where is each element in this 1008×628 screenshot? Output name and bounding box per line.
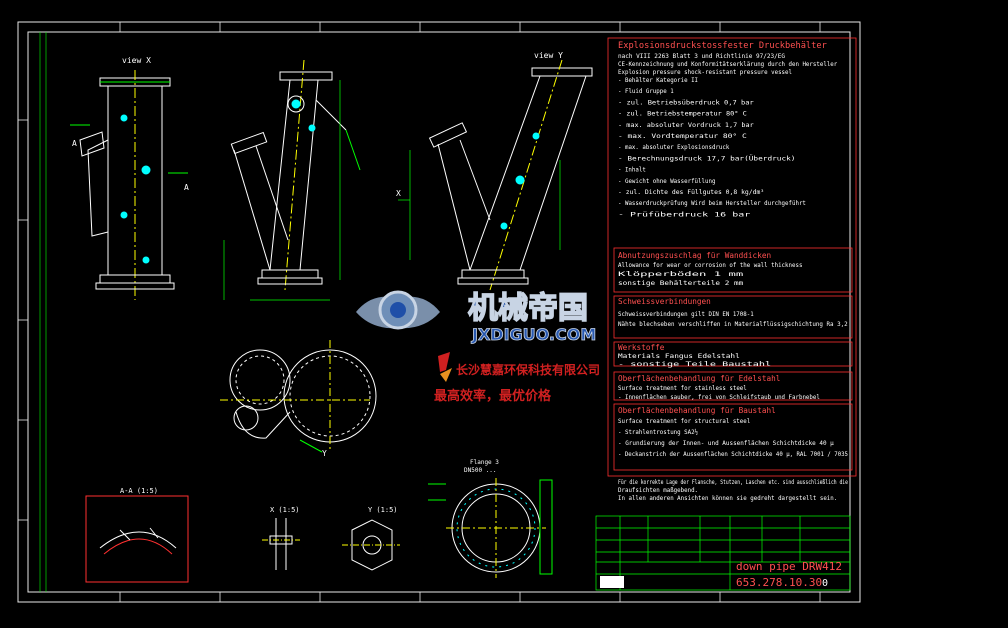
view-y-label: view Y — [534, 51, 563, 60]
middle-dimension-lines — [223, 80, 341, 301]
plan-view-drawing — [220, 340, 377, 453]
wear-title: Abnutzungszuschlag für Wanddicken — [618, 251, 771, 260]
spec-line: - zul. Betriebsüberdruck 0,7 bar — [618, 99, 754, 106]
title-block-name: down pipe DRW412 — [736, 560, 842, 573]
spec-title: Explosionsdruckstossfester Druckbehälter — [618, 41, 827, 51]
surface-st-line: - Deckanstrich der Aussenflächen Schicht… — [618, 451, 848, 458]
surface-ss-line: Surface treatment for stainless steel — [618, 385, 747, 392]
view-y-drawing — [428, 59, 593, 291]
view-x-label: view X — [122, 56, 151, 65]
title-block-sheet: 0 — [822, 578, 828, 589]
material-line: Materials Fangus Edelstahl — [618, 353, 740, 360]
spec-line: - zul. Betriebstemperatur 80° C — [618, 111, 747, 118]
spec-line: - max. Vordtemperatur 80° C — [618, 133, 747, 140]
spec-line: nach VIII 2263 Blatt 3 und Richtlinie 97… — [618, 53, 785, 60]
view-y-dimension-lines — [398, 150, 561, 260]
detail-y-label: Y (1:5) — [368, 506, 398, 514]
spec-note: Draufsichten maßgebend. — [618, 487, 698, 494]
drawing-frame — [17, 21, 861, 603]
spec-line: - Gewicht ohne Wasserfüllung — [618, 178, 716, 185]
title-block-frame — [595, 515, 851, 591]
spec-line: - Behälter Kategorie II — [618, 77, 698, 84]
spec-panel-frame — [607, 37, 857, 477]
spec-line: Explosion pressure shock-resistant press… — [618, 69, 792, 76]
spec-line: CE-Kennzeichnung und Konformitätserkläru… — [618, 61, 838, 68]
surface-ss-line: - Innenflächen sauber, frei von Schleifs… — [618, 394, 820, 401]
surface-ss-title: Oberflächenbehandlung für Edelstahl — [618, 374, 781, 383]
detail-y-drawing — [342, 519, 400, 571]
detail-x-label: X (1:5) — [270, 506, 300, 514]
flange-label-1: Flange 3 — [470, 459, 499, 466]
spec-note: In allen anderen Ansichten können sie ge… — [618, 495, 837, 502]
spec-line: - Inhalt — [618, 167, 646, 174]
spec-line: - Prüfüberdruck 16 bar — [618, 211, 751, 218]
flange-label-2: DN500 ... — [464, 467, 497, 474]
surface-st-title: Oberflächenbehandlung für Baustahl — [618, 406, 776, 415]
spec-panel-text: Explosionsdruckstossfester Druckbehälter… — [618, 41, 848, 502]
wear-line: Allowance for wear or corrosion of the w… — [618, 262, 803, 269]
section-a-label-bottom: A — [184, 183, 189, 192]
view-y-branch-drawing — [230, 59, 361, 291]
spec-line: - Fluid Gruppe 1 — [618, 88, 674, 95]
flange-detail-drawing — [428, 478, 553, 578]
spec-line: - max. absoluter Vordruck 1,7 bar — [618, 122, 754, 129]
section-a-a-label: A-A (1:5) — [120, 487, 158, 495]
wear-line: sonstige Behälterteile 2 mm — [618, 280, 744, 287]
weld-title: Schweissverbindungen — [618, 297, 711, 306]
spec-line: - zul. Dichte des Füllgutes 0,8 kg/dm³ — [618, 189, 764, 196]
title-block-number: 653.278.10.30 — [736, 576, 822, 589]
y-marker: Y — [322, 449, 327, 458]
material-line: - sonstige Teile Baustahl — [618, 361, 772, 368]
section-a-a-drawing — [85, 495, 189, 583]
surface-st-line: - Grundierung der Innen- und Aussenfläch… — [618, 440, 834, 447]
view-x-marker: X — [396, 189, 401, 198]
detail-x-drawing — [262, 518, 300, 570]
surface-st-line: Surface treatment for structural steel — [618, 418, 751, 425]
weld-line: Schweissverbindungen gilt DIN EN 1708-1 — [618, 311, 754, 318]
spec-line: - Berechnungsdruck 17,7 bar(Überdruck) — [618, 155, 795, 162]
spec-line: - Wasserdruckprüfung Wird beim Herstelle… — [618, 200, 806, 207]
spec-note: Für die korrekte Lage der Flansche, Stut… — [618, 479, 848, 486]
section-a-label-top: A — [72, 139, 77, 148]
weld-line: Nähte blechseben verschliffen in Materia… — [618, 321, 848, 328]
material-title: Werkstoffe — [618, 343, 665, 352]
spec-line: - max. absoluter Explosionsdruck — [618, 144, 730, 151]
surface-st-line: - Strahlentrostung SA2½ — [618, 429, 698, 436]
view-x-drawing — [70, 70, 188, 300]
wear-line: Klöpperböden 1 mm — [618, 271, 744, 278]
